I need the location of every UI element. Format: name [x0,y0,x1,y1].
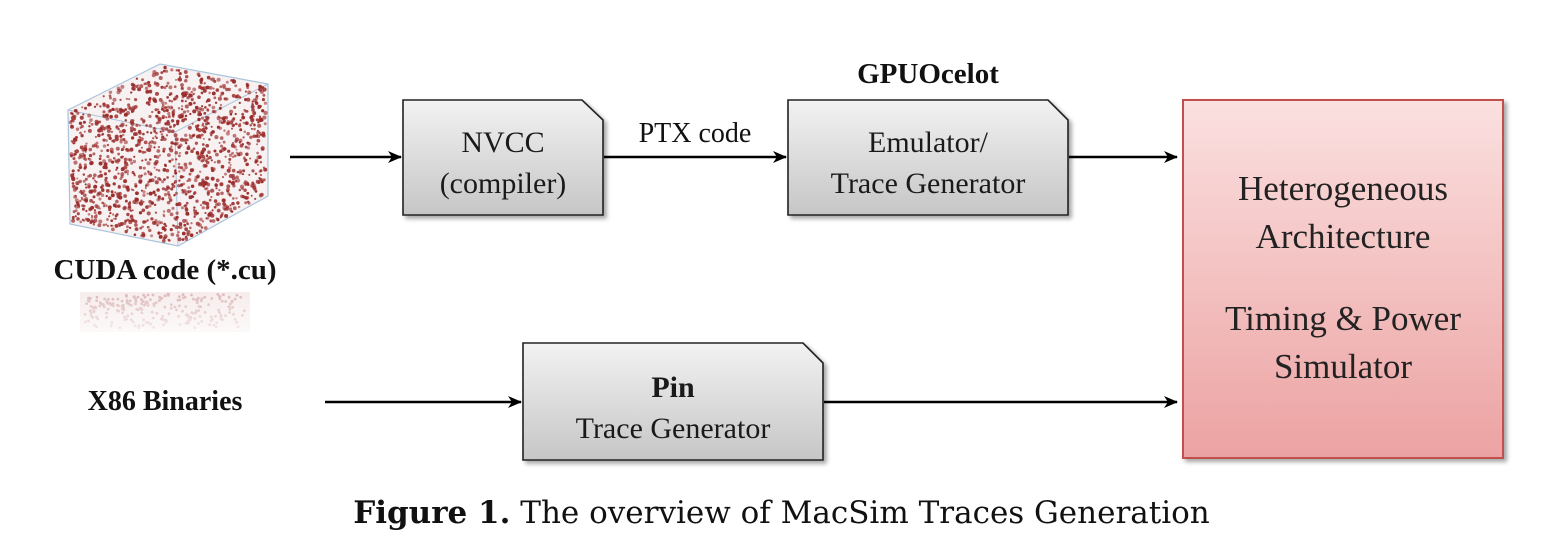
pin-subtitle: Trace Generator [575,412,771,445]
simulator-box [1182,99,1504,459]
emulator-line1: Emulator/ [868,126,988,159]
figure-label: Figure 1. [353,495,511,531]
nvcc-line1: NVCC [461,126,545,159]
emulator-text: Emulator/ Trace Generator [788,122,1068,204]
nvcc-line2: (compiler) [439,167,567,200]
pin-text: Pin Trace Generator [523,367,823,449]
cuda-cube-reflection [40,288,300,348]
nvcc-box [402,99,604,216]
simulator-text: Heterogeneous Architecture Timing & Powe… [1183,165,1503,391]
cuda-cube-image [67,63,269,247]
simulator-line2: Architecture [1255,217,1431,256]
pin-box [522,342,824,461]
figure-caption: Figure 1. The overview of MacSim Traces … [0,495,1563,531]
x86-binaries-label: X86 Binaries [87,386,243,417]
ptx-code-label: PTX code [638,118,752,149]
emulator-line2: Trace Generator [830,167,1026,200]
simulator-line1: Heterogeneous [1238,169,1448,208]
simulator-line4: Simulator [1273,347,1413,386]
emulator-box [787,99,1069,216]
nvcc-text: NVCC (compiler) [403,122,603,204]
figure-caption-text: The overview of MacSim Traces Generation [510,495,1210,531]
pin-title: Pin [651,371,695,404]
simulator-line3: Timing & Power [1225,299,1461,338]
cuda-cube-dots [68,65,268,243]
gpuocelot-title: GPUOcelot [857,58,999,90]
cuda-code-label: CUDA code (*.cu) [53,254,277,286]
